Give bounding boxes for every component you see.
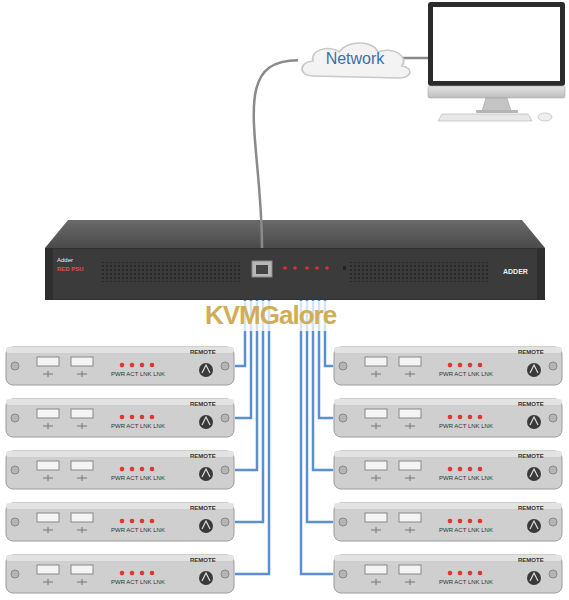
unit-label: REMOTE xyxy=(518,349,544,356)
text-holder: REMOTE xyxy=(518,401,544,408)
brand-label: Adder xyxy=(57,257,73,264)
unit-label: REMOTE xyxy=(190,453,216,460)
led-labels: PWR ACT LNK LNK xyxy=(439,579,493,586)
text-holder: REMOTE xyxy=(190,505,216,512)
logo-text: ADDER xyxy=(503,268,528,276)
text-holder: REMOTE xyxy=(190,401,216,408)
cable xyxy=(235,300,269,574)
unit-label: REMOTE xyxy=(518,453,544,460)
watermark-text: KVMGalore xyxy=(203,301,338,331)
unit-label: REMOTE xyxy=(190,505,216,512)
text-holder: REMOTE xyxy=(190,453,216,460)
remote-unit: PWR ACT LNK LNK REMOTE xyxy=(5,450,235,490)
model-label: RED PSU xyxy=(57,266,84,273)
unit-label: REMOTE xyxy=(190,349,216,356)
text-holder: Adder xyxy=(57,257,73,264)
text-holder: REMOTE xyxy=(518,453,544,460)
led-labels: PWR ACT LNK LNK xyxy=(439,423,493,430)
network-cable xyxy=(403,57,430,60)
remote-unit: PWR ACT LNK LNK REMOTE xyxy=(333,502,563,542)
remote-unit: PWR ACT LNK LNK REMOTE xyxy=(333,554,563,594)
led-labels: PWR ACT LNK LNK xyxy=(439,371,493,378)
text-holder: PWR ACT LNK LNK xyxy=(111,423,165,430)
monitor xyxy=(428,2,565,121)
unit-label: REMOTE xyxy=(518,505,544,512)
led-labels: PWR ACT LNK LNK xyxy=(111,475,165,482)
rack-top xyxy=(45,220,545,248)
remote-unit: PWR ACT LNK LNK REMOTE xyxy=(333,346,563,386)
text-holder: REMOTE xyxy=(190,557,216,564)
remote-unit: PWR ACT LNK LNK REMOTE xyxy=(5,398,235,438)
led-labels: PWR ACT LNK LNK xyxy=(111,527,165,534)
remote-unit: PWR ACT LNK LNK REMOTE xyxy=(333,450,563,490)
text-holder: REMOTE xyxy=(518,557,544,564)
text-holder: PWR ACT LNK LNK xyxy=(439,423,493,430)
text-holder: ADDER xyxy=(503,268,528,276)
text-holder: REMOTE xyxy=(190,349,216,356)
power-supply-unit: AdderRED PSU ADDER xyxy=(45,248,545,300)
watermark: KVMGalore xyxy=(203,301,338,331)
text-holder: REMOTE xyxy=(518,505,544,512)
remote-unit: PWR ACT LNK LNK REMOTE xyxy=(5,554,235,594)
led-labels: PWR ACT LNK LNK xyxy=(111,423,165,430)
text-holder: PWR ACT LNK LNK xyxy=(439,371,493,378)
cable xyxy=(254,60,298,248)
remote-unit: PWR ACT LNK LNK REMOTE xyxy=(333,398,563,438)
rack-housing xyxy=(45,248,545,300)
led-labels: PWR ACT LNK LNK xyxy=(439,475,493,482)
led-labels: PWR ACT LNK LNK xyxy=(111,579,165,586)
text-holder: PWR ACT LNK LNK xyxy=(439,579,493,586)
unit-label: REMOTE xyxy=(518,401,544,408)
cable xyxy=(235,300,263,522)
unit-label: REMOTE xyxy=(518,557,544,564)
led-labels: PWR ACT LNK LNK xyxy=(439,527,493,534)
text-holder: Network xyxy=(296,50,414,68)
unit-label: REMOTE xyxy=(190,557,216,564)
led-labels: PWR ACT LNK LNK xyxy=(111,371,165,378)
text-holder: PWR ACT LNK LNK xyxy=(111,527,165,534)
text-holder: PWR ACT LNK LNK xyxy=(111,371,165,378)
remote-unit: PWR ACT LNK LNK REMOTE xyxy=(5,502,235,542)
text-holder: PWR ACT LNK LNK xyxy=(439,527,493,534)
network-cloud: Network xyxy=(296,36,414,80)
remote-unit: PWR ACT LNK LNK REMOTE xyxy=(5,346,235,386)
text-holder: PWR ACT LNK LNK xyxy=(111,475,165,482)
text-holder: REMOTE xyxy=(518,349,544,356)
text-holder: PWR ACT LNK LNK xyxy=(439,475,493,482)
cloud-label: Network xyxy=(296,50,414,68)
text-holder: PWR ACT LNK LNK xyxy=(111,579,165,586)
text-holder: RED PSU xyxy=(57,266,84,273)
cable xyxy=(301,300,333,574)
unit-label: REMOTE xyxy=(190,401,216,408)
cable xyxy=(307,300,333,522)
